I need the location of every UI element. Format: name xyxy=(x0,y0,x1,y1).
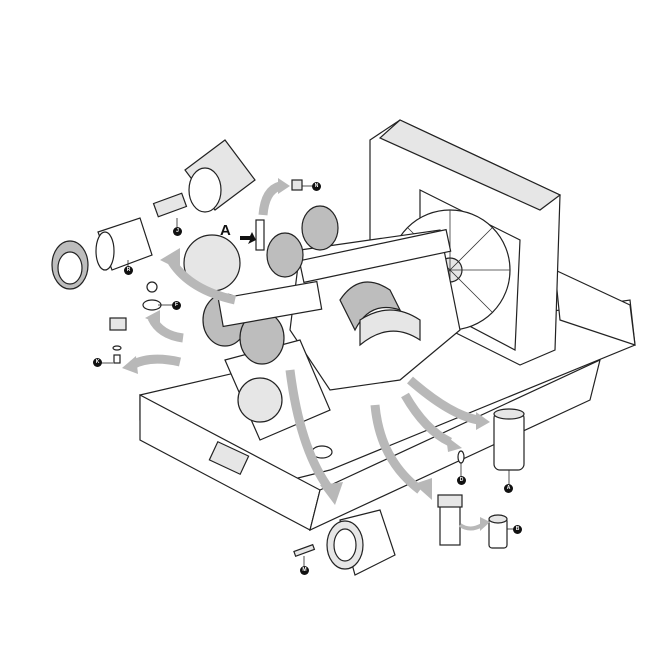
callout-n: N xyxy=(312,182,321,191)
leader-lines xyxy=(100,185,513,566)
small-parts xyxy=(109,179,465,464)
fuel-filter xyxy=(437,494,508,549)
blower-housing xyxy=(293,509,396,576)
air-filter-parts xyxy=(51,139,256,290)
callout-m: M xyxy=(300,566,309,575)
exploded-view-arrows xyxy=(122,178,490,531)
callout-k: K xyxy=(93,358,102,367)
callout-j: J xyxy=(173,227,182,236)
callout-f: F xyxy=(172,301,181,310)
view-marker-label: A xyxy=(220,222,231,239)
view-arrow-icon xyxy=(240,232,256,244)
callout-a: A xyxy=(504,484,513,493)
callout-d: D xyxy=(457,476,466,485)
callout-r: R xyxy=(124,266,133,275)
callout-b: B xyxy=(513,525,522,534)
engine-block xyxy=(224,228,461,441)
oil-filter xyxy=(493,408,525,471)
installed-air-cleaners xyxy=(183,205,339,365)
